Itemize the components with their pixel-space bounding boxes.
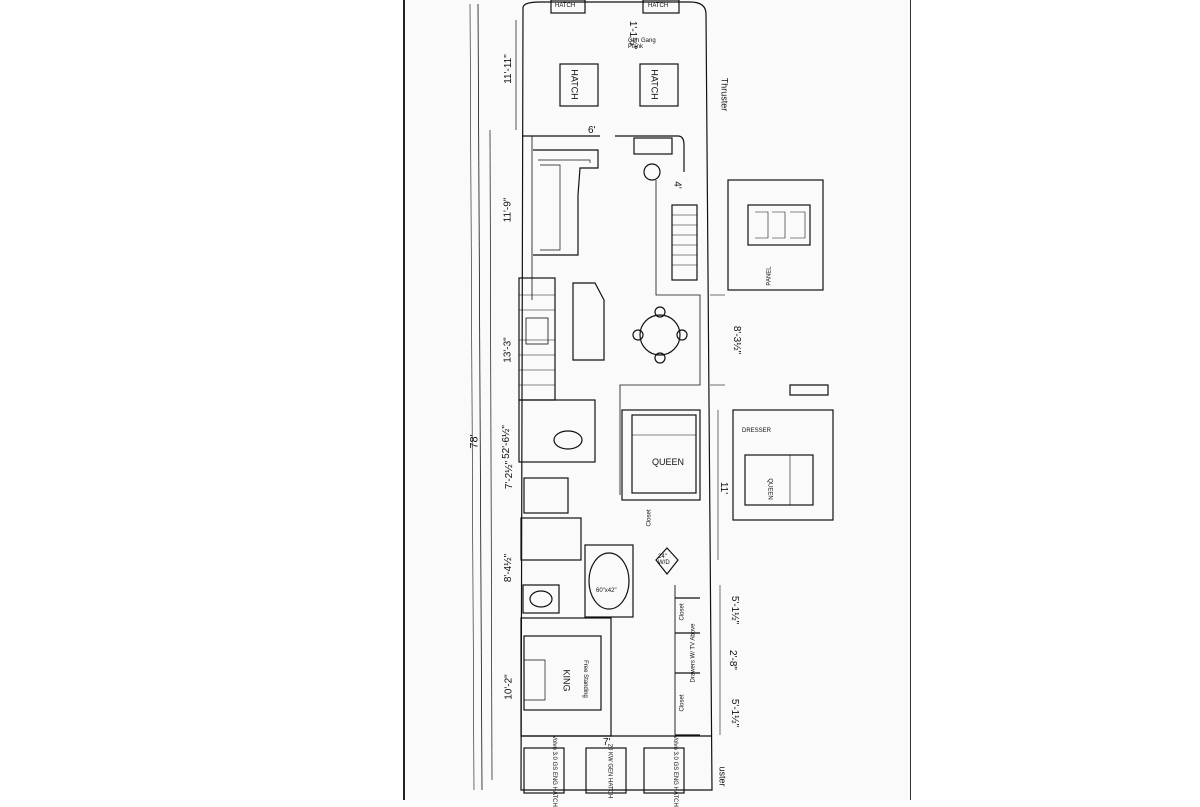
engine-2-label: Volvo 3.0 GS ENG HATCH — [671, 735, 678, 807]
deck-hatch-1-label: HATCH — [569, 69, 580, 100]
king-bed — [523, 635, 602, 711]
washer-dryer — [655, 547, 679, 575]
queen-bed — [631, 414, 697, 494]
drawers-dim: 2'-8" — [726, 650, 738, 670]
engine-1-label: Volvo 3.0 GS ENG HATCH — [550, 735, 557, 807]
closet2-dim: 5'-1½" — [729, 698, 741, 728]
inset-bedroom-detail — [732, 409, 834, 521]
galley-dim: 13'-3" — [502, 337, 514, 363]
bath1-dim: 7'-2½" — [504, 460, 516, 490]
thruster-bottom-label: uster — [717, 766, 728, 787]
tub — [584, 544, 634, 618]
inset-bed-label: QUEEN — [766, 478, 773, 500]
deck-hatch-1 — [559, 63, 599, 107]
top-hatch-right-label: HATCH — [648, 3, 669, 9]
dining-table — [639, 314, 681, 356]
bath-2 — [520, 517, 582, 561]
top-hatch-right — [642, 0, 680, 14]
dining-right-dim: 8'-3½" — [731, 325, 743, 355]
tub-label: 60"x42" — [596, 588, 617, 594]
drawing-sheet — [403, 0, 911, 800]
stairs — [671, 204, 698, 281]
closet-1-label: Closet — [679, 603, 686, 621]
inset-dresser-label: DRESSER — [742, 428, 772, 434]
gangplank-label: Gen Gang Plank — [628, 38, 656, 50]
inset-panel-detail — [727, 179, 824, 291]
king-sub-label: Free Standing — [581, 660, 588, 698]
closet-3-label: Closet — [646, 509, 653, 527]
engine-hatch-2 — [643, 747, 685, 794]
deck-hatch-2-label: HATCH — [649, 69, 660, 100]
shower-1 — [523, 477, 569, 514]
galley-counter — [518, 277, 556, 401]
generator-hatch — [585, 747, 627, 794]
queen-stateroom — [621, 409, 701, 501]
helm — [633, 137, 673, 155]
wd-label: 24" W/D — [658, 554, 670, 566]
bath-1 — [518, 399, 596, 463]
hull-outline — [520, 1, 713, 791]
living-dim: 11'-9" — [502, 197, 514, 223]
closet1-dim: 5'-1½" — [729, 595, 741, 625]
bow-dim: 11'-11" — [502, 54, 514, 84]
deck-hatch-2 — [639, 63, 679, 107]
engine-hatch-1 — [523, 747, 565, 794]
drawers-label: Drawers W/ TV Above — [690, 623, 697, 683]
top-6-dim: 6' — [588, 125, 596, 136]
overall-length-dim: 78' — [468, 434, 481, 449]
sofa — [533, 149, 599, 256]
top-4-dim: 4' — [671, 181, 683, 189]
top-hatch-left-label: HATCH — [555, 3, 576, 9]
queen-side-dim: 11' — [718, 481, 730, 495]
king-label: KING — [561, 669, 572, 692]
aft-width-dim: 7' — [603, 737, 611, 748]
galley-island — [572, 282, 605, 361]
queen-label: QUEEN — [652, 457, 685, 467]
king-dim: 10'-2" — [503, 674, 515, 700]
generator-label: 20 KW GEN HATCH — [606, 743, 613, 799]
bath2-dim: 8'-4½" — [503, 553, 515, 583]
bow-right-dim: 1'-1½" — [627, 20, 639, 50]
mid-dim: 52'-6½" — [500, 425, 512, 459]
thruster-top-label: Thruster — [719, 77, 730, 112]
top-hatch-left — [550, 0, 586, 14]
panel-label: PANEL — [766, 266, 773, 286]
closet-2-label: Closet — [679, 694, 686, 712]
